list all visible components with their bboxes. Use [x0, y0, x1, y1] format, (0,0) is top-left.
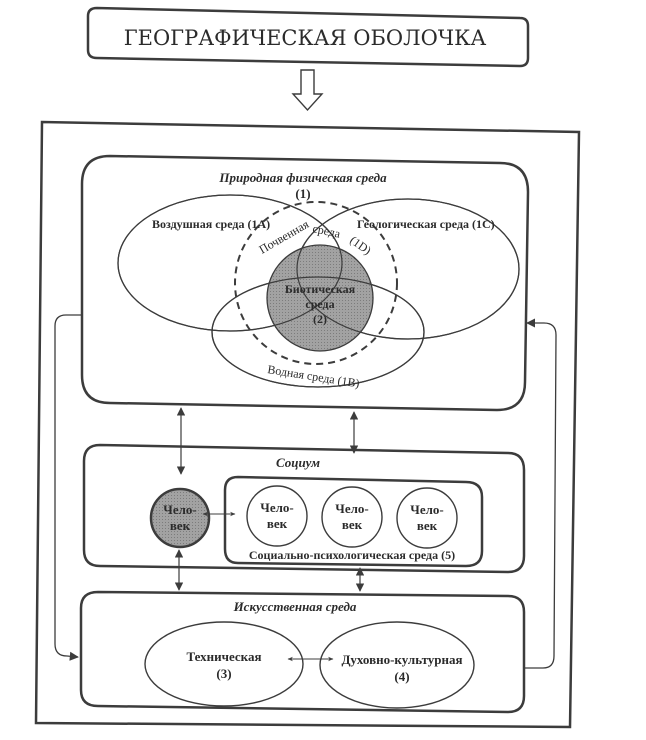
water-environment-label: Водная среда (1В)	[267, 362, 361, 390]
person-circle-1: Чело- век	[246, 485, 308, 547]
person-2-label-line2: век	[342, 517, 363, 532]
header-box: ГЕОГРАФИЧЕСКАЯ ОБОЛОЧКА	[86, 6, 530, 68]
natural-environment-title: Природная физическая среда	[218, 170, 387, 185]
main-person-label-line1: Чело-	[163, 502, 196, 517]
artificial-environment-title: Искусственная среда	[233, 599, 357, 614]
biotic-label-line3: (2)	[313, 312, 327, 326]
person-circle-2: Чело- век	[321, 486, 383, 548]
cultural-label-line1: Духовно-культурная	[341, 652, 462, 667]
person-2-label-line1: Чело-	[335, 501, 368, 516]
geological-environment-label: Геологическая среда (1С)	[357, 217, 495, 231]
soil-label-part2: среда	[311, 221, 342, 241]
outer-frame	[34, 120, 581, 729]
person-3-label-line1: Чело-	[410, 502, 443, 517]
water-ellipse-overlay	[211, 276, 425, 388]
soil-label-part3: (1D)	[347, 233, 374, 257]
technical-label-line2: (3)	[216, 666, 231, 681]
cultural-environment-ellipse	[319, 621, 475, 709]
person-1-label-line2: век	[267, 516, 288, 531]
cultural-label-line2: (4)	[394, 669, 409, 684]
left-feedback-connector	[54, 314, 82, 661]
technical-environment-ellipse	[144, 621, 304, 707]
header-title: ГЕОГРАФИЧЕСКАЯ ОБОЛОЧКА	[124, 26, 487, 50]
main-person-circle	[149, 487, 211, 549]
soil-environment-circle	[234, 201, 398, 365]
geological-ellipse-overlay	[296, 198, 520, 340]
society-box: Социум Чело- век Чело- век Чело- век Чел…	[82, 443, 526, 574]
person-1-label-line1: Чело-	[260, 500, 293, 515]
biotic-label-line1: Биотическая	[285, 282, 356, 296]
air-ellipse-overlay	[117, 194, 343, 332]
natural-environment-box: Природная физическая среда (1) Воздушная…	[80, 154, 530, 412]
right-feedback-connector	[524, 318, 557, 669]
down-arrow-icon	[291, 69, 324, 112]
social-psychological-label: Социально-психологическая среда (5)	[249, 548, 455, 562]
technical-label-line1: Техническая	[186, 649, 261, 664]
main-person-label-line2: век	[170, 518, 191, 533]
artificial-environment-box: Искусственная среда Техническая (3) Духо…	[79, 590, 526, 714]
natural-environment-number: (1)	[295, 186, 310, 201]
social-psychological-box	[223, 475, 484, 568]
person-circle-3: Чело- век	[396, 487, 458, 549]
biotic-label-line2: среда	[305, 297, 334, 311]
air-environment-label: Воздушная среда (1А)	[152, 217, 270, 231]
biotic-environment-circle	[266, 244, 374, 352]
society-title: Социум	[276, 455, 320, 470]
person-3-label-line2: век	[417, 518, 438, 533]
